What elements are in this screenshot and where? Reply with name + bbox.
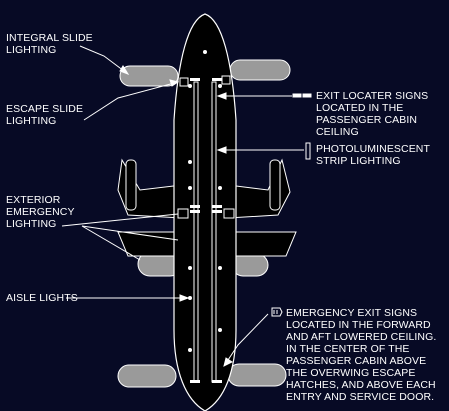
aisle-light [203, 50, 207, 54]
aisle-light [218, 84, 222, 88]
slide-mid-right [231, 253, 269, 277]
aisle-light [188, 266, 192, 270]
leader-integral-slide [79, 45, 129, 75]
label-emergency-exit-signs: EMERGENCY EXIT SIGNS LOCATED IN THE FORW… [286, 307, 437, 403]
exit-locater-sign [190, 380, 200, 383]
aisle-lights [188, 50, 222, 352]
aisle-light [218, 266, 222, 270]
legend-icons [271, 93, 312, 317]
exit-locater-sign-icon [292, 93, 312, 98]
aisle-light [188, 348, 192, 352]
aisle-light [188, 84, 192, 88]
exit-locater-sign [212, 210, 222, 213]
leader-escape-slide [83, 81, 179, 121]
exit-locater-sign [190, 205, 200, 208]
leader-exterior-1 [61, 213, 179, 227]
left-engine-pylon [125, 159, 137, 211]
fuselage [173, 13, 237, 411]
label-photoluminescent-strip: PHOTOLUMINESCENT STRIP LIGHTING [316, 143, 431, 167]
slides [117, 59, 291, 388]
photoluminescent-strip-icon [305, 142, 311, 160]
leader-emergency-exit [223, 313, 269, 367]
exit-locater-sign [212, 205, 222, 208]
exterior-light-fwd-left [179, 77, 189, 87]
right-landing-gear [227, 231, 297, 257]
leader-exterior-3 [81, 225, 179, 241]
right-wing-stub [227, 158, 291, 219]
aisle-light [188, 160, 192, 164]
leader-exterior-2 [81, 225, 141, 261]
aisle-light [218, 328, 222, 332]
label-exterior-emergency-lighting: EXTERIOR EMERGENCY LIGHTING [6, 194, 75, 230]
exterior-light-fwd-right [221, 75, 231, 85]
exit-locater-sign [190, 78, 200, 81]
slide-aft-left [117, 364, 177, 388]
slide-aft-right [227, 363, 287, 387]
right-engine-pylon [269, 159, 281, 211]
aisle-light [188, 296, 192, 300]
exterior-light-left [177, 208, 189, 219]
aisle-light [188, 186, 192, 190]
exit-locater-sign [190, 210, 200, 213]
exit-locater-sign [212, 380, 222, 383]
exterior-light-right [223, 208, 235, 219]
slide-fwd-left [119, 65, 179, 87]
emergency-exit-sign-icon [271, 307, 283, 317]
label-escape-slide-lighting: ESCAPE SLIDE LIGHTING [6, 103, 84, 127]
aisle-light [218, 186, 222, 190]
label-exit-locater-signs: EXIT LOCATER SIGNS LOCATED IN THE PASSEN… [316, 90, 429, 138]
exit-locater-sign [212, 78, 222, 81]
label-aisle-lights: AISLE LIGHTS [6, 292, 78, 304]
slide-fwd-right [229, 59, 291, 81]
leader-lines [61, 45, 304, 367]
label-integral-slide-lighting: INTEGRAL SLIDE LIGHTING [6, 32, 93, 56]
exit-locater-signs [190, 78, 222, 383]
exterior-emergency-lights [177, 75, 235, 219]
